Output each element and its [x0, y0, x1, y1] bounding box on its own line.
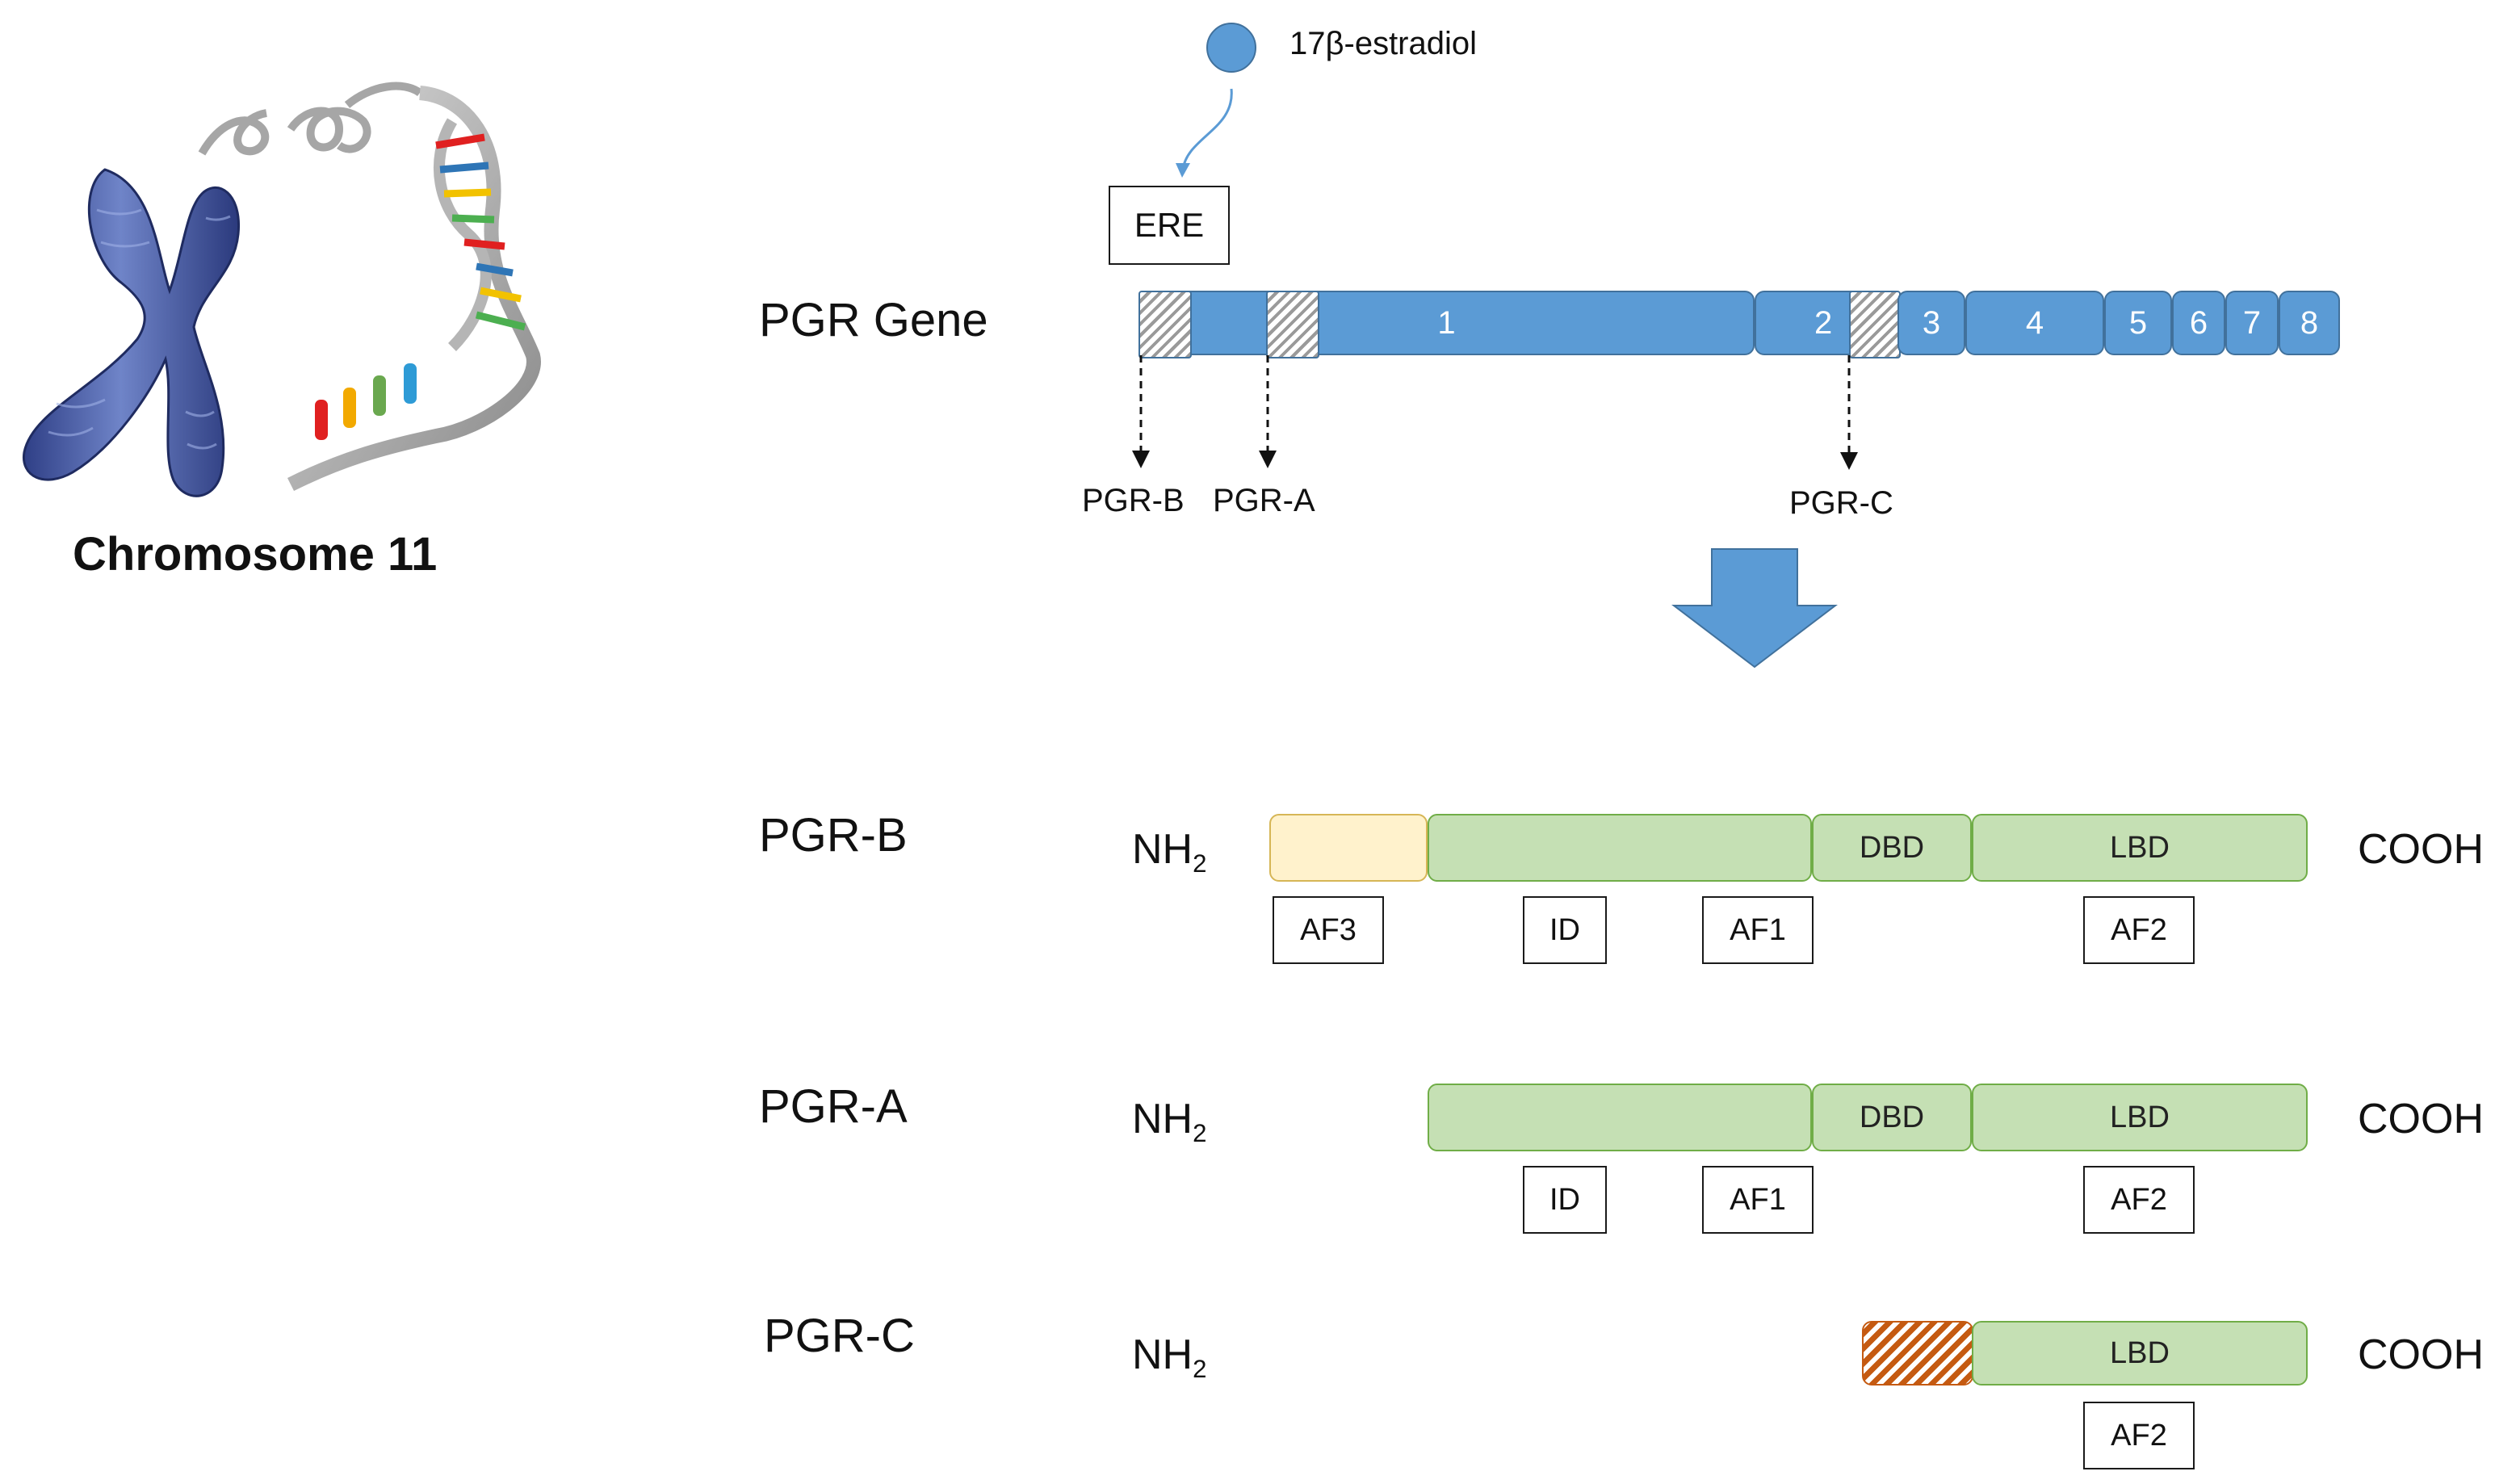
chromosome-shape — [22, 168, 241, 497]
exon-6: 6 — [2172, 291, 2225, 355]
id-box: ID — [1523, 1166, 1607, 1234]
exon-8: 8 — [2279, 291, 2340, 355]
exon-label: 1 — [1437, 304, 1456, 341]
af1-box: AF1 — [1702, 1166, 1814, 1234]
id-af1-domain — [1428, 1084, 1812, 1151]
promoter-arrows — [1132, 355, 1858, 470]
promoter-b-label: PGR-B — [1082, 483, 1185, 518]
chromosome-illustration — [22, 82, 541, 497]
cooh-terminus: COOH — [2358, 1331, 2484, 1378]
promoter-a-label: PGR-A — [1213, 483, 1315, 518]
promoter-c-label: PGR-C — [1789, 485, 1893, 521]
exon-1: 1 — [1138, 291, 1755, 355]
exon-7: 7 — [2225, 291, 2279, 355]
dna-helix — [287, 86, 541, 492]
chromosome-label: Chromosome 11 — [73, 528, 438, 581]
exon-label: 4 — [2025, 304, 2044, 341]
af2-box: AF2 — [2083, 1166, 2195, 1234]
chromatin-coils — [198, 82, 422, 156]
protein-name: PGR-B — [759, 809, 908, 861]
exon-label: 8 — [2300, 304, 2319, 341]
exon-label: 3 — [1922, 304, 1941, 341]
lbd-domain: LBD — [1972, 1084, 2308, 1151]
id-af1-domain — [1428, 814, 1812, 882]
af2-box: AF2 — [2083, 896, 2195, 964]
exon-label: 5 — [2128, 304, 2148, 341]
af3-domain — [1269, 814, 1428, 882]
nh2-terminus: NH2 — [1132, 1331, 1207, 1383]
promoter-b-hatch — [1138, 291, 1192, 358]
promoter-a-hatch — [1266, 291, 1319, 358]
nh2-terminus: NH2 — [1132, 1096, 1207, 1147]
nh2-terminus: NH2 — [1132, 826, 1207, 878]
exon-label: 2 — [1814, 304, 1833, 341]
pgrc-unique-region — [1862, 1321, 1973, 1385]
exon-4: 4 — [1965, 291, 2104, 355]
cooh-terminus: COOH — [2358, 1096, 2484, 1142]
lbd-domain: LBD — [1972, 1321, 2308, 1385]
exon-label: 7 — [2242, 304, 2262, 341]
dbd-domain: DBD — [1812, 814, 1972, 882]
protein-name: PGR-A — [759, 1080, 908, 1133]
estradiol-arrow-icon — [1176, 88, 1233, 178]
cooh-terminus: COOH — [2358, 826, 2484, 873]
af3-box: AF3 — [1273, 896, 1384, 964]
down-arrow-icon — [1671, 548, 1838, 669]
estradiol-label: 17β-estradiol — [1289, 26, 1478, 61]
exon-label: 6 — [2189, 304, 2208, 341]
protein-name: PGR-C — [764, 1310, 915, 1362]
dbd-domain: DBD — [1812, 1084, 1972, 1151]
estradiol-circle-icon — [1206, 23, 1256, 73]
exon-3: 3 — [1897, 291, 1965, 355]
gene-title: PGR Gene — [759, 294, 988, 346]
exon-5: 5 — [2104, 291, 2172, 355]
af1-box: AF1 — [1702, 896, 1814, 964]
af2-box: AF2 — [2083, 1402, 2195, 1469]
lbd-domain: LBD — [1972, 814, 2308, 882]
ere-box: ERE — [1109, 186, 1230, 265]
id-box: ID — [1523, 896, 1607, 964]
